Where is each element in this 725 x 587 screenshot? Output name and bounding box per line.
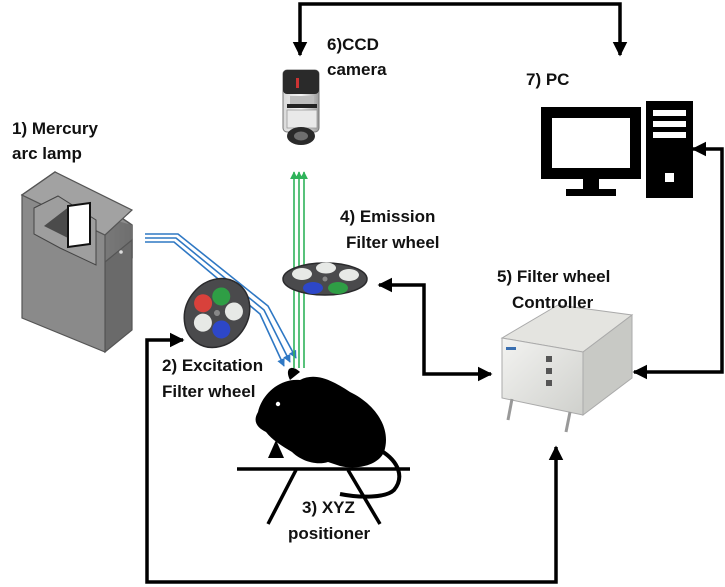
mercury-lamp-label-line2: arc lamp [12,144,82,163]
pc-label: 7) PC [526,70,570,89]
filter-green [212,287,231,306]
filter-white [339,269,359,281]
excitation-wheel-label-line2: Filter wheel [162,382,256,401]
ccd-camera [282,69,320,145]
filter-white [316,262,336,274]
excitation-wheel-label-line1: 2) Excitation [162,356,264,375]
mercury-arc-lamp [20,171,134,354]
filter-white [292,268,312,280]
pc-computer [541,101,693,198]
mouse-subject [255,367,402,499]
filter-wheel-controller [500,304,634,433]
emission-wheel-controller-link-arrow [377,277,493,382]
emission-wheel-label-line2: Filter wheel [346,233,440,252]
emission-filter-wheel [282,262,368,296]
excitation-wheel-controller-link-arrow [145,332,564,584]
filter-clear [193,313,212,332]
controller-label-line2: Controller [512,293,594,312]
ccd-camera-label-line1: 6)CCD [327,35,379,54]
controller-label-line1: 5) Filter wheel [497,267,611,286]
camera-pc-link-arrow [292,2,628,57]
ccd-camera-label-line2: camera [327,60,387,79]
controller-pc-link-arrow [632,141,724,380]
filter-green [328,282,348,294]
emission-wheel-label-line1: 4) Emission [340,207,436,226]
filter-white [224,302,243,321]
excitation-filter-wheel [183,277,251,349]
xyz-positioner-label-line2: positioner [288,524,371,543]
xyz-positioner [237,467,410,525]
filter-blue [212,320,231,339]
mercury-lamp-label-line1: 1) Mercury [12,119,98,138]
xyz-positioner-label-line1: 3) XYZ [302,498,355,517]
filter-red [194,294,213,313]
excitation-light-beam [145,233,297,367]
filter-blue [303,282,323,294]
